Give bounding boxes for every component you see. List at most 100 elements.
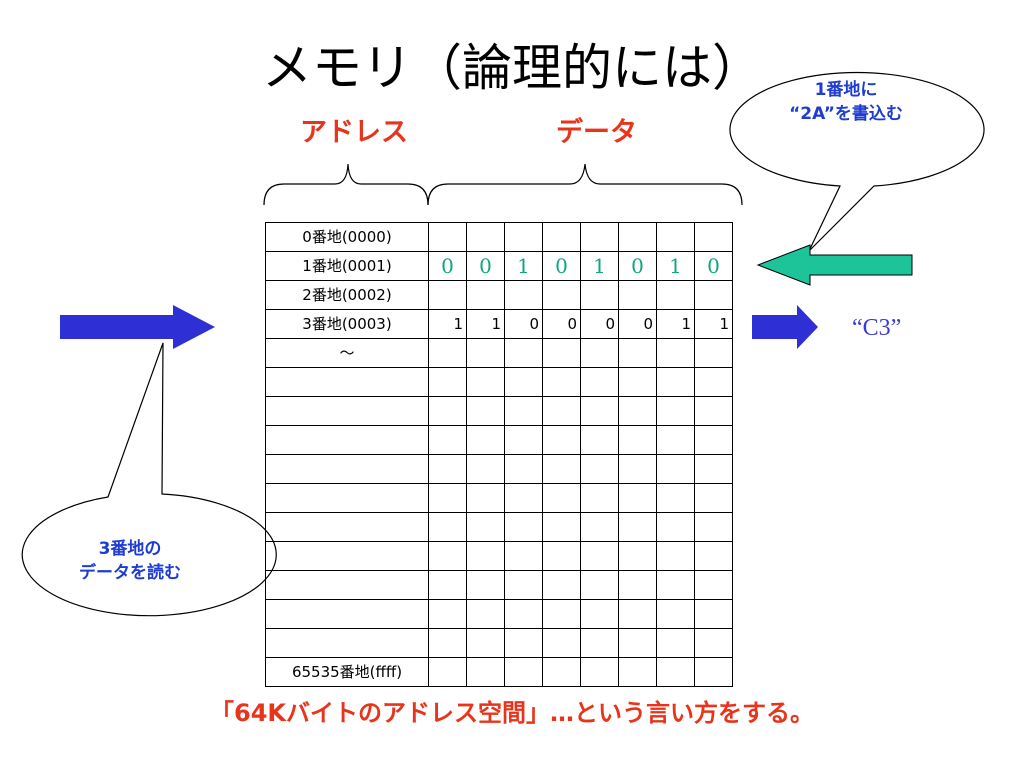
memory-bit-cell — [428, 222, 467, 252]
address-label: アドレス — [300, 117, 408, 148]
memory-bit-cell — [618, 222, 657, 252]
memory-bit-cell — [504, 222, 543, 252]
memory-bit-cell — [504, 512, 543, 542]
memory-address-cell — [265, 628, 429, 658]
read-input-arrow — [60, 305, 215, 349]
memory-bit-cell — [428, 367, 467, 397]
memory-bit-cell — [542, 367, 581, 397]
memory-bit-cell — [618, 541, 657, 571]
memory-bit-cell — [466, 541, 505, 571]
memory-row — [265, 541, 733, 571]
memory-address-cell: 1番地(0001) — [265, 251, 429, 281]
memory-bit-cell — [466, 657, 505, 687]
memory-bit-cell — [466, 512, 505, 542]
memory-bit-cell — [618, 570, 657, 600]
memory-bit-cell — [694, 367, 733, 397]
memory-address-cell — [265, 570, 429, 600]
memory-bit-cell — [580, 222, 619, 252]
memory-bit-cell — [580, 338, 619, 368]
memory-bit-cell — [580, 454, 619, 484]
memory-bit-cell: 1 — [694, 309, 733, 339]
memory-bit-cell — [542, 628, 581, 658]
memory-bit-cell — [656, 280, 695, 310]
memory-bit-cell: 0 — [466, 251, 505, 281]
memory-bit-cell: 1 — [656, 309, 695, 339]
memory-bit-cell — [656, 483, 695, 513]
memory-bit-cell — [694, 483, 733, 513]
memory-bit-cell — [656, 599, 695, 629]
memory-row: 0番地(0000) — [265, 222, 733, 252]
write-arrow — [756, 244, 913, 286]
memory-row — [265, 483, 733, 513]
data-brace — [427, 163, 743, 206]
memory-bit-cell — [542, 425, 581, 455]
memory-bit-cell — [656, 512, 695, 542]
memory-bit-cell — [428, 280, 467, 310]
memory-bit-cell — [542, 512, 581, 542]
memory-bit-cell — [466, 570, 505, 600]
memory-bit-cell — [428, 425, 467, 455]
memory-bit-cell: 1 — [466, 309, 505, 339]
memory-row — [265, 628, 733, 658]
memory-address-cell — [265, 483, 429, 513]
memory-bit-cell — [580, 425, 619, 455]
memory-bit-cell — [504, 657, 543, 687]
memory-bit-cell — [694, 396, 733, 426]
memory-bit-cell — [504, 541, 543, 571]
memory-bit-cell — [618, 425, 657, 455]
memory-bit-cell — [504, 338, 543, 368]
memory-bit-cell — [542, 338, 581, 368]
memory-bit-cell — [428, 454, 467, 484]
memory-bit-cell — [618, 367, 657, 397]
memory-row — [265, 425, 733, 455]
memory-bit-cell — [656, 570, 695, 600]
memory-bit-cell — [428, 483, 467, 513]
memory-bit-cell — [656, 541, 695, 571]
write-bubble-line2: “2A”を書込む — [789, 104, 903, 124]
data-label: データ — [556, 117, 637, 148]
memory-address-cell — [265, 541, 429, 571]
memory-bit-cell — [504, 425, 543, 455]
memory-bit-cell — [618, 338, 657, 368]
write-bubble-line1: 1番地に — [814, 80, 878, 100]
memory-bit-cell — [466, 367, 505, 397]
memory-row — [265, 512, 733, 542]
memory-bit-cell — [542, 570, 581, 600]
memory-row — [265, 570, 733, 600]
memory-bit-cell — [504, 483, 543, 513]
memory-bit-cell — [466, 280, 505, 310]
memory-bit-cell: 0 — [542, 309, 581, 339]
memory-row — [265, 599, 733, 629]
memory-bit-cell — [504, 570, 543, 600]
memory-bit-cell — [466, 454, 505, 484]
memory-bit-cell — [656, 425, 695, 455]
memory-bit-cell — [694, 280, 733, 310]
memory-bit-cell — [428, 338, 467, 368]
memory-bit-cell — [504, 628, 543, 658]
memory-bit-cell — [542, 657, 581, 687]
memory-bit-cell — [618, 396, 657, 426]
memory-address-cell — [265, 454, 429, 484]
memory-bit-cell: 0 — [618, 251, 657, 281]
memory-bit-cell — [694, 425, 733, 455]
memory-bit-cell — [466, 222, 505, 252]
memory-bit-cell: 0 — [504, 309, 543, 339]
memory-address-cell — [265, 512, 429, 542]
memory-address-cell — [265, 425, 429, 455]
read-output-arrow — [752, 305, 818, 349]
memory-bit-cell: 0 — [542, 251, 581, 281]
memory-bit-cell — [656, 628, 695, 658]
memory-bit-cell — [428, 599, 467, 629]
memory-bit-cell: 0 — [580, 309, 619, 339]
memory-bit-cell — [466, 628, 505, 658]
memory-address-cell: 3番地(0003) — [265, 309, 429, 339]
memory-bit-cell — [542, 483, 581, 513]
output-value: “C3” — [852, 315, 902, 341]
memory-bit-cell — [618, 280, 657, 310]
memory-bit-cell — [656, 222, 695, 252]
memory-bit-cell — [542, 222, 581, 252]
memory-bit-cell — [656, 338, 695, 368]
memory-address-cell — [265, 599, 429, 629]
